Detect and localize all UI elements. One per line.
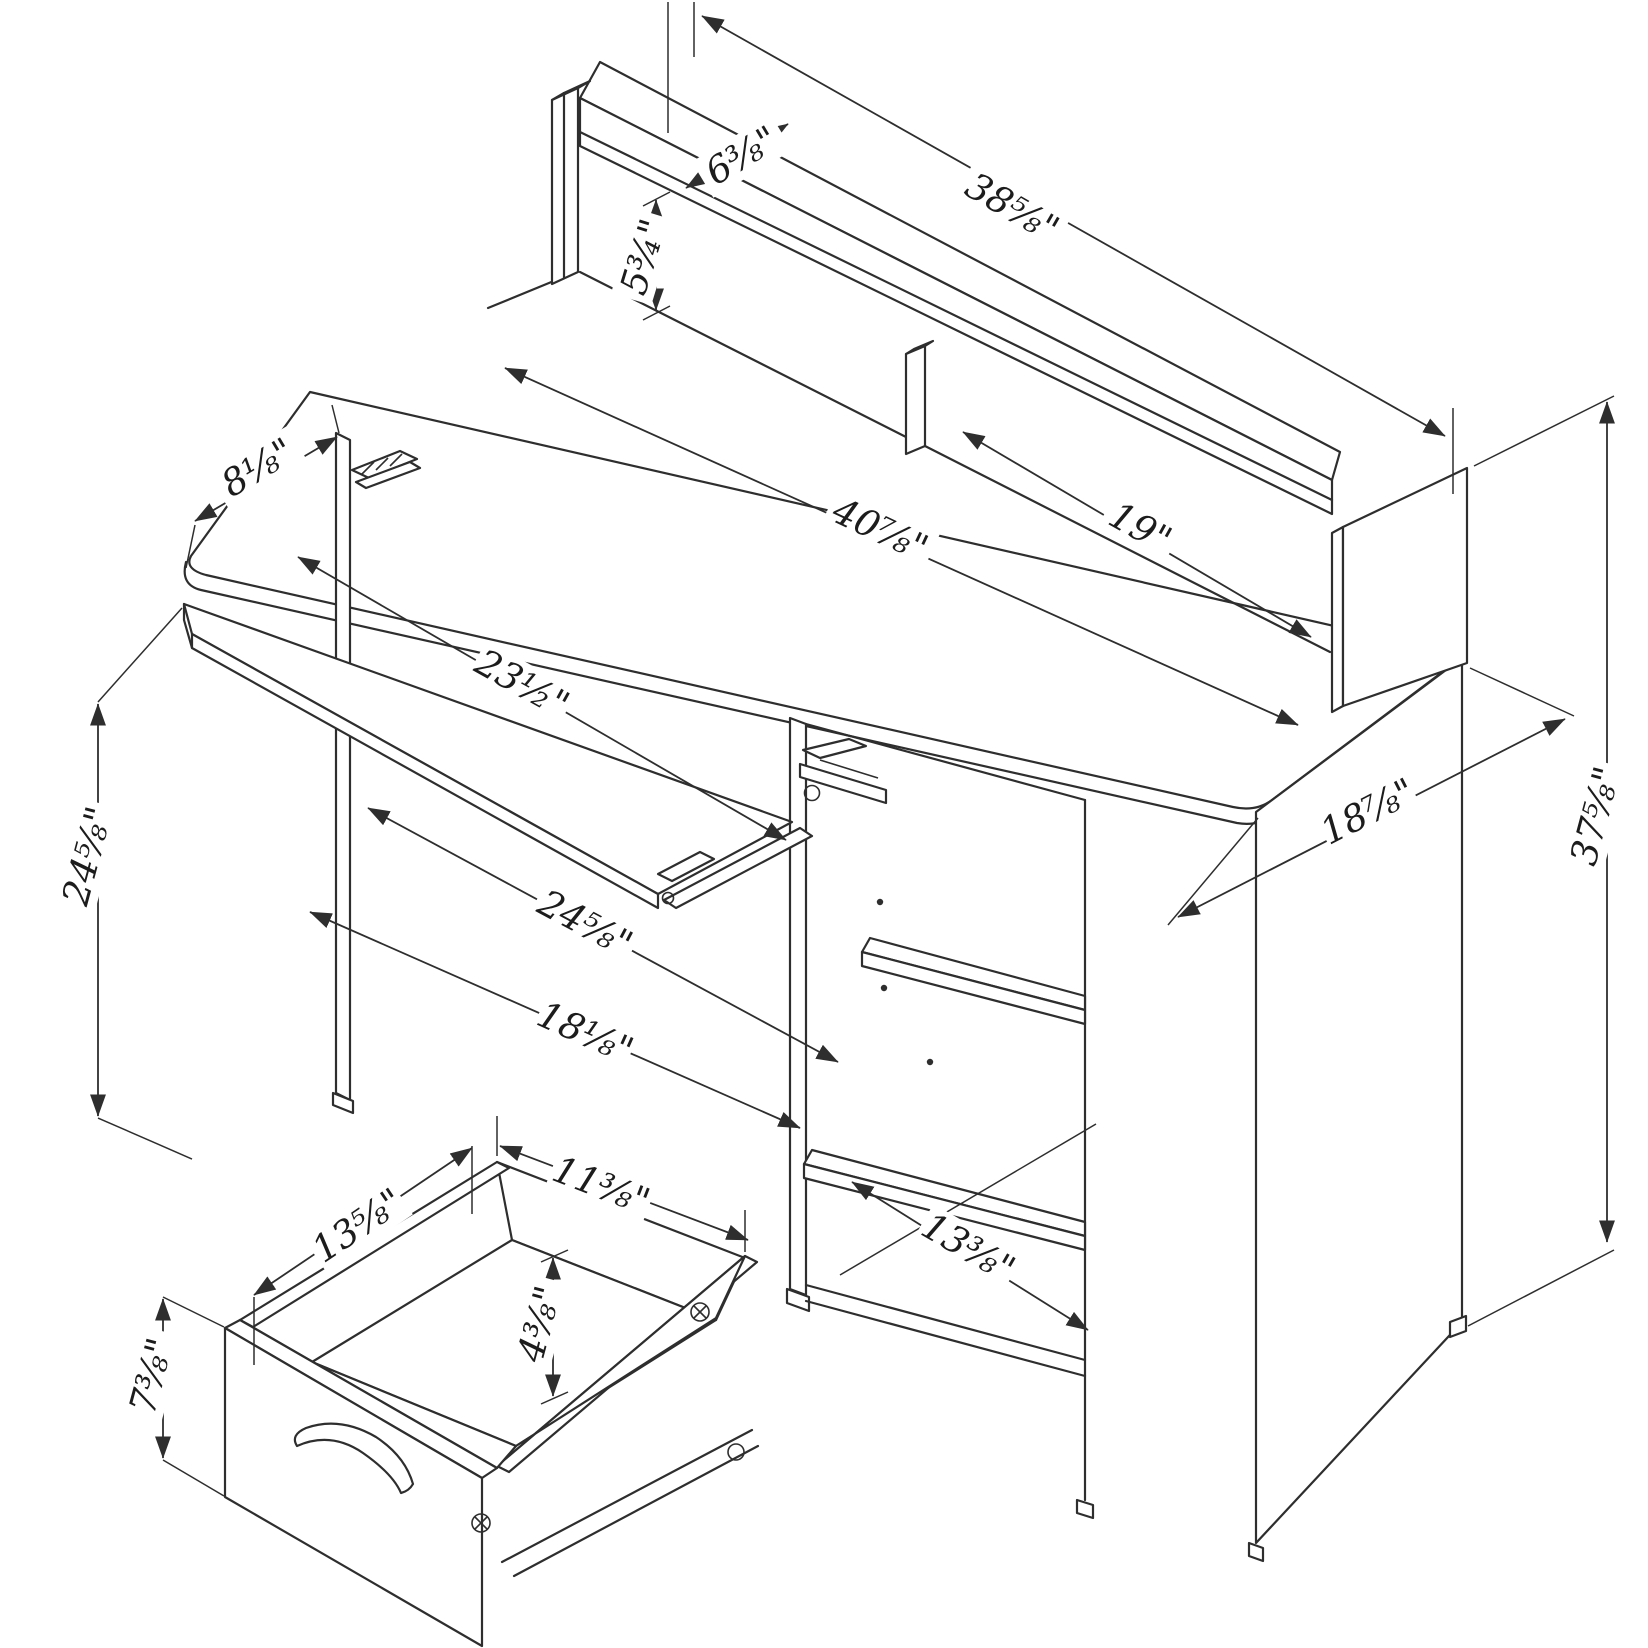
dim-label-hutch-shelf-height: 5¾" xyxy=(612,214,675,300)
cabinet xyxy=(785,716,1095,1520)
hutch-shelf-front-edge xyxy=(578,130,1334,502)
hutch-back-rail-top xyxy=(578,60,1342,482)
dim-drawer-front-height: 7⅜" xyxy=(119,1296,225,1497)
cabinet-bottom-edge-bottom xyxy=(804,1299,1087,1378)
drawer-slide-rail xyxy=(512,1444,760,1578)
shelf-pin-hole xyxy=(926,1058,934,1066)
dim-tray-depth: 18⅛" xyxy=(309,911,801,1129)
drawer-screw xyxy=(690,1302,710,1322)
shelf-pin-hole xyxy=(876,898,884,906)
drawer-slide-roller xyxy=(727,1443,745,1461)
dim-left-height: 24⅝" xyxy=(54,607,193,1160)
tray-left-glide xyxy=(350,449,422,490)
dim-label-drawer-front-height: 7⅜" xyxy=(121,1333,182,1418)
dim-label-tray-extension: 24⅝" xyxy=(530,881,639,966)
cabinet-left-panel-foot xyxy=(785,1287,811,1313)
cabinet-drawer-slide xyxy=(798,737,888,805)
shelf-pin-hole xyxy=(880,984,888,992)
dim-label-left-height: 24⅝" xyxy=(54,802,122,911)
cabinet-opening-top-edge xyxy=(804,722,1087,802)
right-panel-front-foot xyxy=(1247,1541,1265,1563)
dim-hutch-width: 38⅝" xyxy=(667,2,1454,494)
drawer-screw xyxy=(471,1513,491,1533)
dim-total-height: 37⅝" xyxy=(1467,395,1631,1327)
dim-label-hutch-width: 38⅝" xyxy=(958,164,1066,251)
drawer-front-outer-face xyxy=(223,1326,484,1648)
cabinet-right-inner-foot xyxy=(1075,1498,1095,1520)
hutch-end-panel-front-edge xyxy=(1330,525,1345,714)
left-side-panel xyxy=(331,431,355,1115)
drawer-slide-rail xyxy=(500,1428,754,1564)
cabinet-bottom-edge-top xyxy=(804,1283,1087,1362)
dim-label-total-height: 37⅝" xyxy=(1562,762,1629,870)
right-panel-outer-face xyxy=(1254,656,1464,1545)
cabinet-left-panel xyxy=(788,716,808,1297)
dim-hutch-shelf-height: 5¾" xyxy=(611,191,677,321)
hutch-divider xyxy=(904,344,927,456)
right-panel-back-foot xyxy=(1448,1314,1468,1339)
cabinet-middle-shelf-front xyxy=(860,950,1087,1026)
dim-label-tray-depth: 18⅛" xyxy=(531,993,640,1073)
tray-left-edge xyxy=(182,602,194,650)
drawer-handle xyxy=(293,1422,415,1495)
left-panel-front-edge xyxy=(334,431,352,1102)
hutch-end-panel-side xyxy=(1341,466,1469,708)
